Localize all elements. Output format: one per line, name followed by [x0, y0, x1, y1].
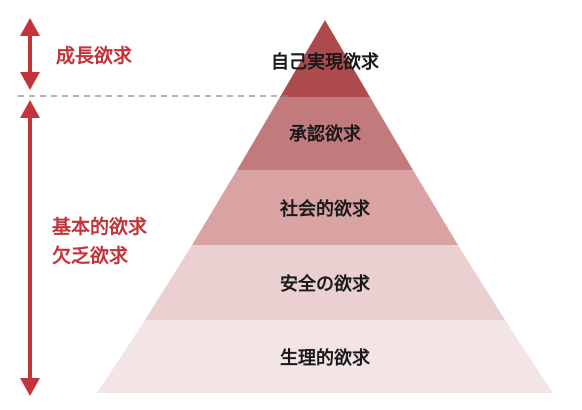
pyramid-level-physiological: [97, 320, 553, 393]
pyramid-level-self-actualization: [280, 20, 370, 97]
deficiency-needs-label: 欠乏欲求: [52, 244, 129, 267]
growth-needs-label: 成長欲求: [56, 44, 133, 67]
basic-range-arrow: [20, 100, 40, 396]
pyramid-level-esteem: [237, 97, 413, 170]
level-label-social: 社会的欲求: [280, 198, 371, 220]
level-label-self-actualization: 自己実現欲求: [271, 51, 380, 73]
basic-needs-label: 基本的欲求: [51, 215, 148, 238]
level-label-physiological: 生理的欲求: [280, 347, 371, 369]
level-label-esteem: 承認欲求: [289, 123, 362, 145]
level-label-safety: 安全の欲求: [280, 273, 371, 295]
pyramid-level-social: [192, 170, 458, 245]
pyramid-level-safety: [145, 245, 505, 320]
growth-range-arrow: [20, 18, 40, 90]
